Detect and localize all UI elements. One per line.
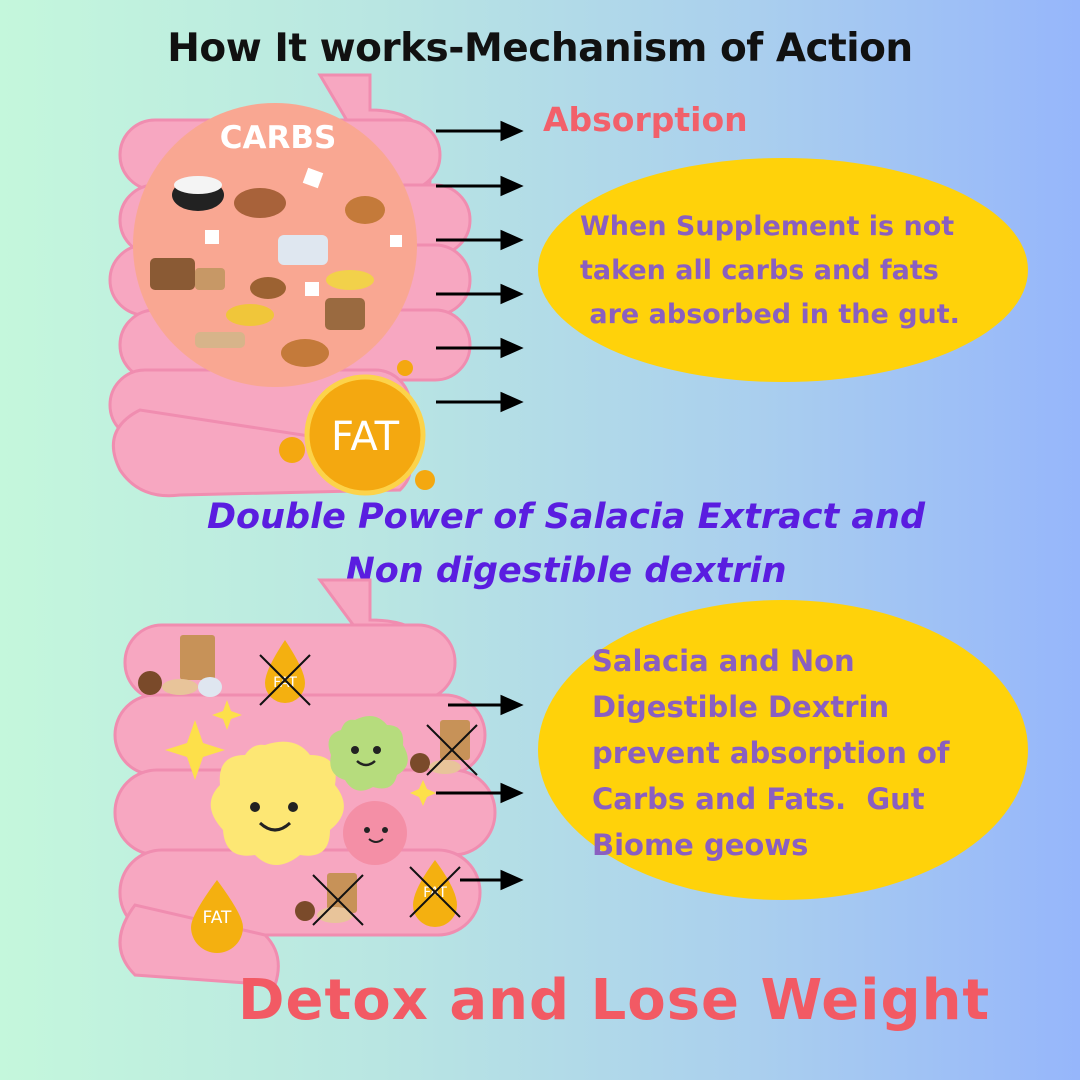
fat-label-top: FAT	[331, 414, 400, 460]
carbs-label: CARBS	[220, 120, 337, 156]
fat-label-bottom: FAT	[203, 908, 233, 928]
arrow-icon	[436, 175, 524, 197]
fat-ball-top: FAT	[279, 360, 435, 496]
intestine-top-illustration: CARBS FAT	[108, 73, 472, 498]
arrow-icon	[436, 782, 524, 804]
arrow-icon	[448, 694, 524, 716]
cross-mark-icons	[312, 724, 478, 926]
bubble-text-top: When Supplement is not taken all carbs a…	[580, 211, 960, 330]
happy-microbe-large	[210, 741, 344, 865]
arrow-icon	[436, 120, 524, 142]
footer-slogan: Detox and Lose Weight	[238, 968, 991, 1033]
carb-foods	[150, 167, 402, 367]
fat-drop-free: FAT	[191, 880, 243, 953]
arrow-icon	[436, 283, 524, 305]
happy-microbe-green	[328, 716, 408, 791]
food-cluster-icons	[138, 635, 470, 923]
fat-drop-crossed-1: FAT	[259, 640, 311, 706]
fat-drop-crossed-2: FAT	[409, 860, 461, 927]
arrow-icon	[436, 391, 524, 413]
middle-heading: Double Power of Salacia Extract and Non …	[207, 497, 925, 591]
arrow-icon	[436, 229, 524, 251]
happy-microbe-pink	[343, 801, 407, 865]
absorption-arrows	[436, 120, 524, 413]
absorption-label: Absorption	[543, 100, 748, 139]
speech-bubble-top	[538, 158, 1028, 382]
blocked-arrows	[436, 694, 524, 891]
bubble-text-bottom: Salacia and Non Digestible Dextrin preve…	[592, 644, 950, 862]
arrow-icon	[436, 337, 524, 359]
sparkle-icons	[165, 700, 436, 806]
page-title: How It works-Mechanism of Action	[167, 26, 913, 71]
arrow-icon	[460, 869, 524, 891]
speech-bubble-bottom	[538, 600, 1028, 900]
intestine-bottom-illustration: FAT FAT FAT	[113, 578, 497, 987]
